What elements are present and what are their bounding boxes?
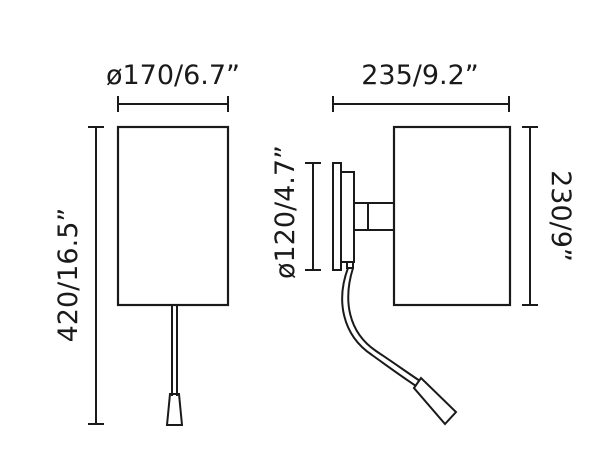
side-connector-arm xyxy=(354,202,394,231)
front-reading-arm xyxy=(165,305,184,426)
front-reading-head xyxy=(165,393,184,426)
side-height-label: 230/9” xyxy=(545,170,576,262)
front-lampshade xyxy=(116,125,230,307)
side-depth-label: 235/9.2” xyxy=(361,60,479,91)
front-width-dimension xyxy=(117,96,229,112)
side-base-label: ø120/4.7” xyxy=(270,145,301,279)
side-wall-plate xyxy=(332,162,355,271)
side-view: 235/9.2” ø120/4.7” xyxy=(270,60,576,426)
side-height-dimension xyxy=(522,126,538,306)
front-height-label: 420/16.5” xyxy=(53,208,84,343)
side-lampshade xyxy=(392,125,512,307)
side-base-dimension xyxy=(305,162,321,271)
side-reading-arm xyxy=(341,261,458,426)
front-width-label: ø170/6.7” xyxy=(106,60,240,91)
side-depth-dimension xyxy=(332,96,510,112)
front-height-dimension xyxy=(88,126,104,425)
side-reading-head xyxy=(412,376,458,426)
front-view: ø170/6.7” 420/16.5” xyxy=(53,60,240,426)
